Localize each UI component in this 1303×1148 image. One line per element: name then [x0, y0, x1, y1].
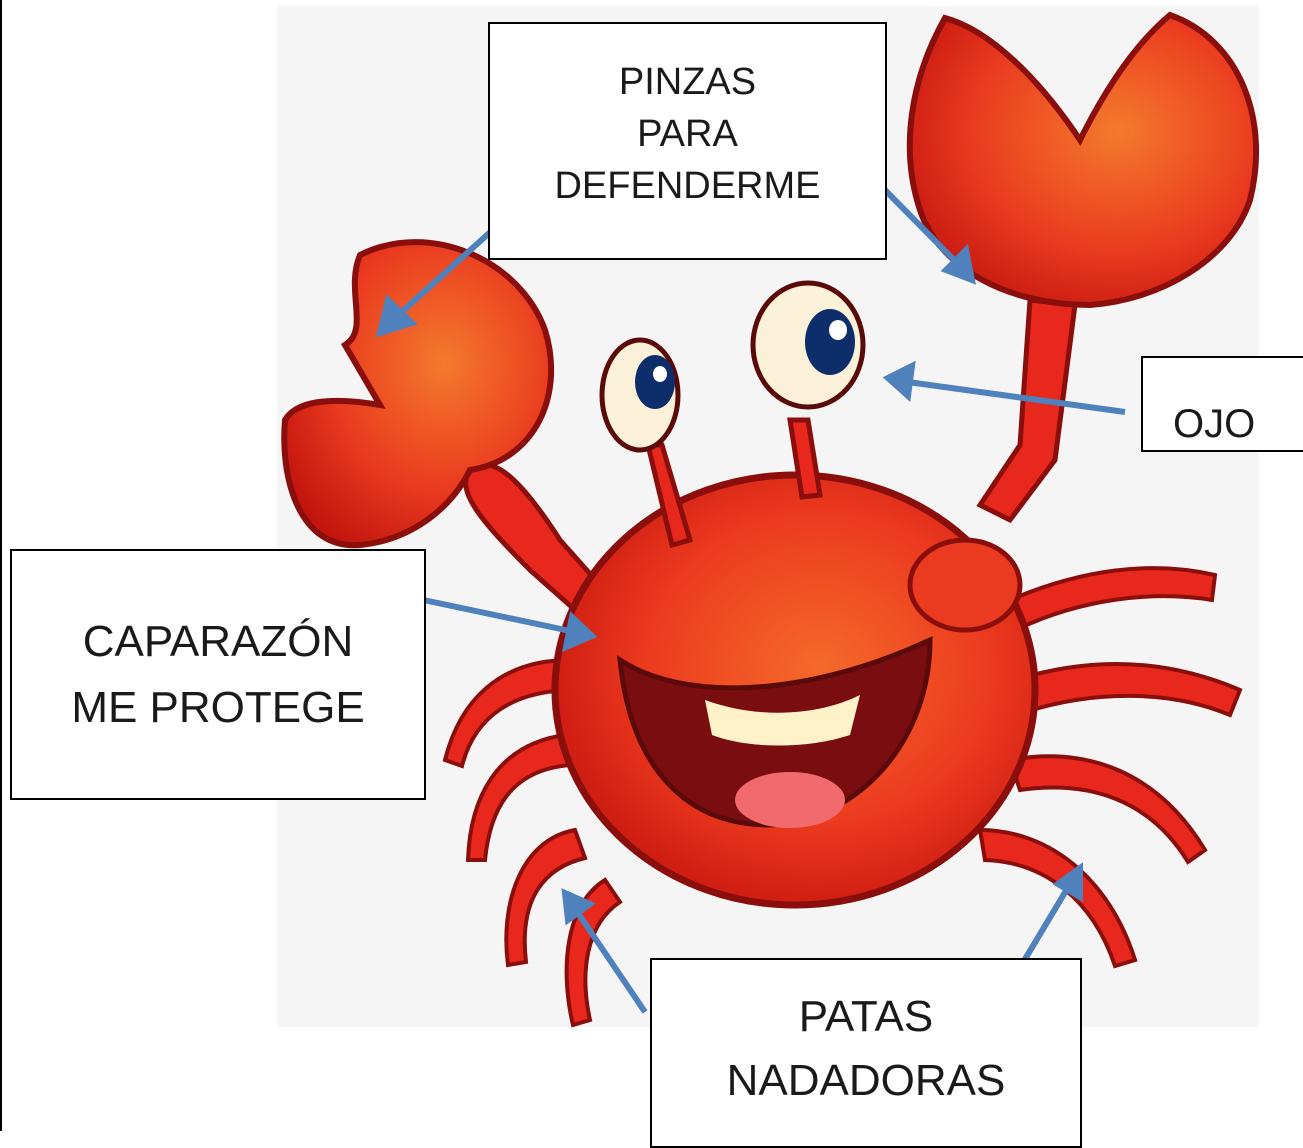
crab-cheek	[910, 540, 1020, 630]
label-ojo: OJO	[1141, 356, 1303, 452]
label-patas: PATAS NADADORAS	[650, 958, 1082, 1148]
label-caparazon: CAPARAZÓN ME PROTEGE	[10, 549, 426, 800]
label-caparazon-line-2: ME PROTEGE	[71, 686, 364, 730]
label-ojo-text: OJO	[1173, 404, 1255, 444]
label-patas-line-2: NADADORAS	[727, 1059, 1006, 1103]
eye-icon	[602, 283, 863, 450]
label-pinzas-line-3: DEFENDERME	[554, 167, 820, 205]
label-pinzas-line-2: PARA	[637, 115, 738, 153]
label-caparazon-line-1: CAPARAZÓN	[83, 620, 354, 664]
label-pinzas: PINZAS PARA DEFENDERME	[488, 22, 887, 260]
label-pinzas-line-1: PINZAS	[619, 63, 756, 101]
label-patas-line-1: PATAS	[799, 995, 933, 1039]
